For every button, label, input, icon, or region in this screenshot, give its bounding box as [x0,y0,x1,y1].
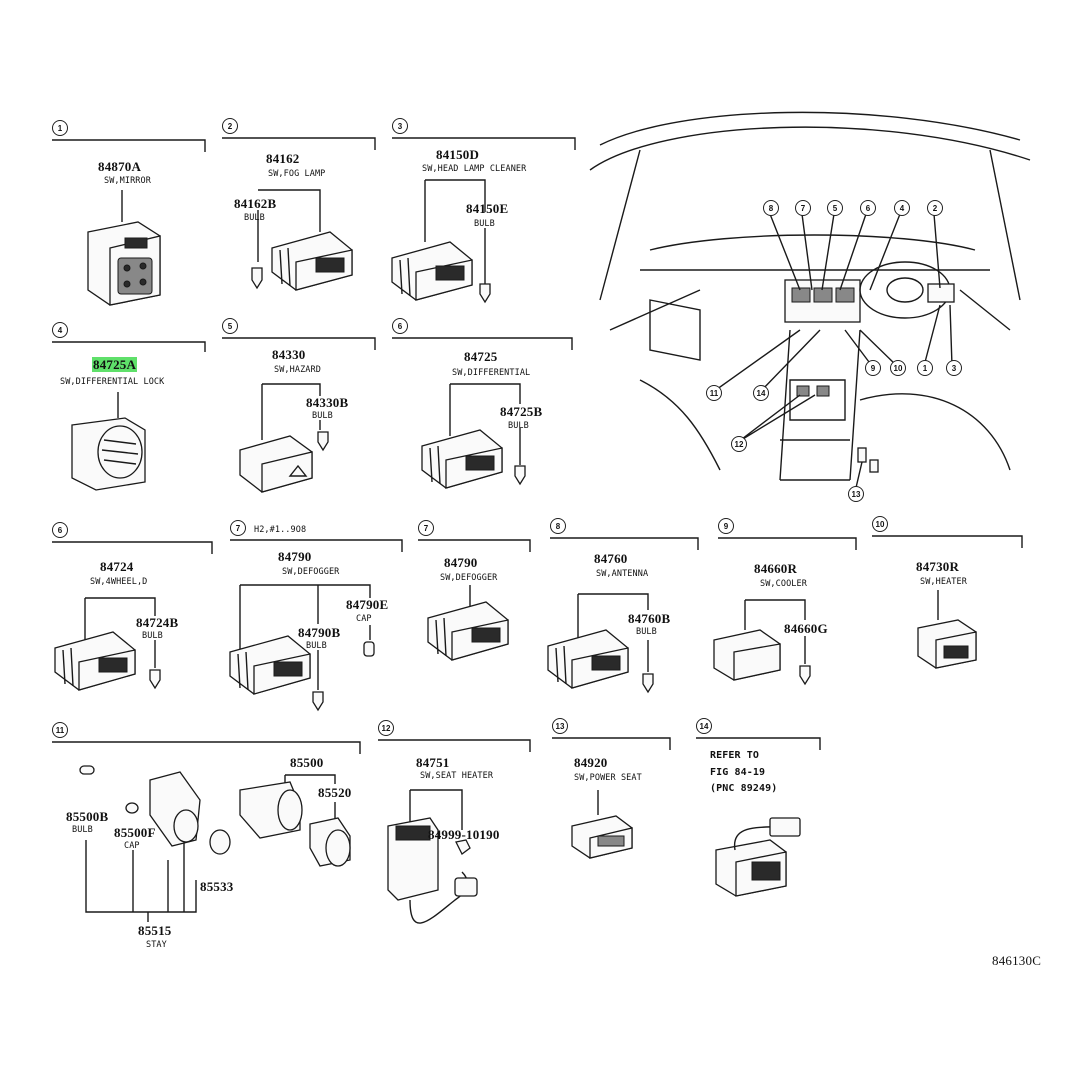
part-84162[interactable]: 84162 [266,151,300,166]
part-84660R-desc: SW,COOLER [760,579,807,589]
section-number-4: 4 [52,322,68,338]
part-84790B[interactable]: 84790B [298,625,341,640]
callout-number-6[interactable]: 6 [860,200,876,216]
part-85520[interactable]: 85520 [318,785,352,800]
part-84330-desc: SW,HAZARD [274,365,321,375]
part-84790[interactable]: 84790 [278,549,312,564]
part-84999-10190[interactable]: 84999-10190 [428,827,500,842]
part-85500F[interactable]: 85500F [114,825,156,840]
part-84725B[interactable]: 84725B [500,404,543,419]
part-84730R[interactable]: 84730R [916,559,960,574]
part-84760B-desc: BULB [636,627,657,637]
section7-note: H2,#1..9O8 [254,525,307,535]
part-85500B[interactable]: 85500B [66,809,109,824]
part-85515-desc: STAY [146,940,167,950]
part-84790-alt[interactable]: 84790 [444,555,478,570]
callout-number-8[interactable]: 8 [763,200,779,216]
part-84150D-desc: SW,HEAD LAMP CLEANER [422,164,527,174]
part-84162B-desc: BULB [244,213,265,223]
callout-number-2[interactable]: 2 [927,200,943,216]
part-85500F-desc: CAP [124,841,140,851]
part-84920[interactable]: 84920 [574,755,608,770]
part-84660R[interactable]: 84660R [754,561,798,576]
callout-number-7[interactable]: 7 [795,200,811,216]
section-number-13: 13 [552,718,568,734]
part-84724[interactable]: 84724 [100,559,134,574]
part-84725-desc: SW,DIFFERENTIAL [452,368,531,378]
part-85500[interactable]: 85500 [290,755,324,770]
part-84150E-desc: BULB [474,219,495,229]
part-84760-desc: SW,ANTENNA [596,569,649,579]
part-84330B-desc: BULB [312,411,333,421]
callout-number-12[interactable]: 12 [731,436,747,452]
rocker-switch-parts [54,231,977,924]
part-84725A[interactable]: 84725A [92,357,138,372]
refer-line-1: REFER TO [710,750,759,761]
part-84724B-desc: BULB [142,631,163,641]
part-84790-desc: SW,DEFOGGER [282,567,340,577]
part-84751[interactable]: 84751 [416,755,450,770]
part-84870A[interactable]: 84870A [98,159,142,174]
callout-number-4[interactable]: 4 [894,200,910,216]
part-84760B[interactable]: 84760B [628,611,671,626]
part-84162B[interactable]: 84162B [234,196,277,211]
callout-number-14[interactable]: 14 [753,385,769,401]
part-84920-desc: SW,POWER SEAT [574,773,642,783]
callout-number-11[interactable]: 11 [706,385,722,401]
section-number-7: 7 [418,520,434,536]
section-number-6: 6 [392,318,408,334]
callout-number-10[interactable]: 10 [890,360,906,376]
callout-number-1[interactable]: 1 [917,360,933,376]
section-number-12: 12 [378,720,394,736]
part-84724B[interactable]: 84724B [136,615,179,630]
refer-line-3: (PNC 89249) [710,783,778,794]
section-number-7: 7 [230,520,246,536]
section-number-1: 1 [52,120,68,136]
section-number-10: 10 [872,516,888,532]
refer-line-2: FIG 84-19 [710,767,766,778]
section-number-2: 2 [222,118,238,134]
part-84150E[interactable]: 84150E [466,201,509,216]
part-84790-alt-desc: SW,DEFOGGER [440,573,498,583]
leader-lines [84,179,939,922]
dashboard-illustration [589,111,1031,493]
part-84751-desc: SW,SEAT HEATER [420,771,494,781]
section-number-9: 9 [718,518,734,534]
section-brackets [52,137,1023,754]
part-84730R-desc: SW,HEATER [920,577,967,587]
section-number-14: 14 [696,718,712,734]
part-85500B-desc: BULB [72,825,93,835]
section-number-5: 5 [222,318,238,334]
section-number-11: 11 [52,722,68,738]
figure-code: 846130C [992,953,1042,968]
callout-number-3[interactable]: 3 [946,360,962,376]
part-84150D[interactable]: 84150D [436,147,480,162]
highlight-84725A: 84725A [92,357,138,372]
callout-number-5[interactable]: 5 [827,200,843,216]
part-84870A-desc: SW,MIRROR [104,176,151,186]
part-85515[interactable]: 85515 [138,923,172,938]
part-84660G[interactable]: 84660G [784,621,828,636]
callout-number-13[interactable]: 13 [848,486,864,502]
section-number-8: 8 [550,518,566,534]
part-84790E[interactable]: 84790E [346,597,389,612]
part-84760[interactable]: 84760 [594,551,628,566]
section-number-3: 3 [392,118,408,134]
part-84725[interactable]: 84725 [464,349,498,364]
section-number-6: 6 [52,522,68,538]
part-84724-desc: SW,4WHEEL,D [90,577,148,587]
mirror-switch-part [87,221,161,306]
part-84725A-desc: SW,DIFFERENTIAL LOCK [60,377,165,387]
part-84330B[interactable]: 84330B [306,395,349,410]
part-84790B-desc: BULB [306,641,327,651]
part-85533[interactable]: 85533 [200,879,234,894]
part-84725B-desc: BULB [508,421,529,431]
part-84790E-desc: CAP [356,614,372,624]
part-84162-desc: SW,FOG LAMP [268,169,326,179]
part-84330[interactable]: 84330 [272,347,306,362]
callout-number-9[interactable]: 9 [865,360,881,376]
